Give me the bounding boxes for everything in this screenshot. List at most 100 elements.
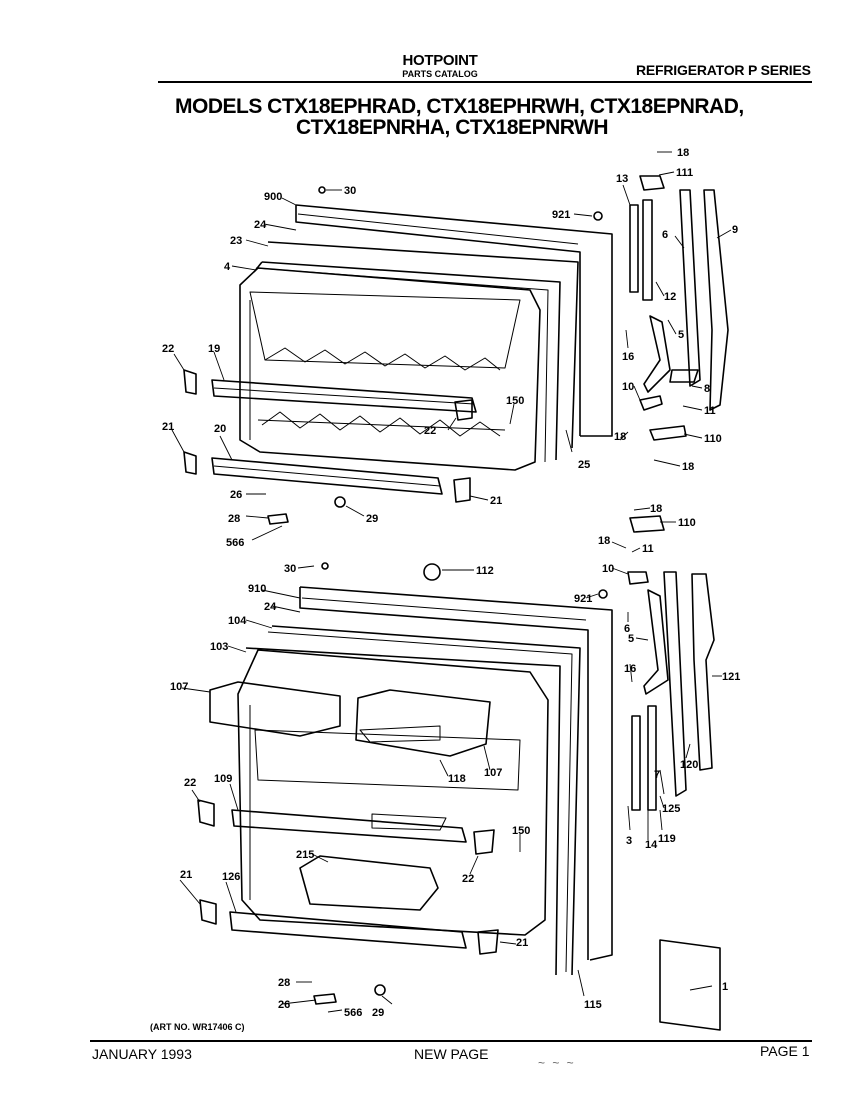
- callout-6a: 6: [662, 229, 668, 241]
- fresh-food-outer-panel: [299, 586, 613, 961]
- callout-125: 125: [662, 803, 680, 815]
- callout-24a: 24: [254, 219, 267, 231]
- callout-16b: 16: [624, 663, 636, 675]
- callout-3: 3: [626, 835, 632, 847]
- callout-110a: 110: [704, 433, 722, 445]
- callout-21a: 21: [162, 421, 174, 433]
- handwritten-mark: ~ ~ ~: [538, 1056, 576, 1070]
- callout-126: 126: [222, 871, 240, 883]
- art-number: (ART NO. WR17406 C): [150, 1022, 245, 1032]
- callout-29a: 29: [366, 513, 378, 525]
- callout-104: 104: [228, 615, 247, 627]
- catalog-label: PARTS CATALOG: [402, 69, 478, 79]
- callout-566b: 566: [344, 1007, 362, 1019]
- fresh-food-gaskets: [245, 625, 581, 976]
- callout-30b: 30: [284, 563, 296, 575]
- footer-date: JANUARY 1993: [92, 1046, 192, 1062]
- callout-921b: 921: [574, 593, 592, 605]
- callout-150b: 150: [512, 825, 530, 837]
- callout-28a: 28: [228, 513, 240, 525]
- callout-10a: 10: [622, 381, 634, 393]
- callout-21b: 21: [490, 495, 502, 507]
- freezer-outer-panel: [295, 204, 613, 437]
- callout-11a: 11: [704, 405, 716, 417]
- callout-118: 118: [448, 773, 466, 785]
- callout-29b: 29: [372, 1007, 384, 1019]
- callout-22b: 22: [424, 425, 436, 437]
- screws-and-clips: [267, 186, 386, 1005]
- callout-4: 4: [224, 261, 231, 273]
- callout-25: 25: [578, 459, 590, 471]
- fresh-food-inner-liner: [237, 649, 549, 936]
- brand-name: HOTPOINT: [402, 52, 478, 69]
- callout-900: 900: [264, 191, 282, 203]
- callout-30a: 30: [344, 185, 356, 197]
- callout-18c: 18: [682, 461, 694, 473]
- freezer-gaskets: [253, 241, 579, 463]
- callout-22c: 22: [184, 777, 196, 789]
- callout-21d: 21: [516, 937, 528, 949]
- freezer-hinge-parts: [593, 175, 729, 441]
- callout-10b: 10: [602, 563, 614, 575]
- callout-7: 7: [654, 769, 660, 781]
- callout-18a: 18: [677, 147, 689, 159]
- callout-566a: 566: [226, 537, 244, 549]
- callout-14: 14: [645, 839, 658, 851]
- callout-28b: 28: [278, 977, 290, 989]
- fresh-food-shelves: [229, 809, 467, 949]
- callout-16a: 16: [622, 351, 634, 363]
- callout-107b: 107: [484, 767, 502, 779]
- callout-9: 9: [732, 224, 738, 236]
- page-number: PAGE 1: [760, 1043, 810, 1059]
- freezer-inner-liner: [239, 267, 541, 471]
- callout-18b: 18: [614, 431, 626, 443]
- callout-121: 121: [722, 671, 740, 683]
- callout-19: 19: [208, 343, 220, 355]
- callout-20: 20: [214, 423, 226, 435]
- models-title-line-2: CTX18EPNRHA, CTX18EPNRWH: [296, 116, 609, 139]
- callout-26a: 26: [230, 489, 242, 501]
- freezer-shelf-19: [211, 379, 477, 413]
- callout-111a: 111: [676, 167, 693, 179]
- callout-103: 103: [210, 641, 228, 653]
- freezer-shelf-20: [211, 457, 443, 495]
- callout-150a: 150: [506, 395, 524, 407]
- callout-22a: 22: [162, 343, 174, 355]
- callout-215: 215: [296, 849, 314, 861]
- footer-rule: [90, 1040, 812, 1042]
- callout-21c: 21: [180, 869, 192, 881]
- callout-18e: 18: [598, 535, 610, 547]
- callout-109: 109: [214, 773, 232, 785]
- callout-921a: 921: [552, 209, 570, 221]
- footer-notice: NEW PAGE: [414, 1046, 489, 1062]
- callout-120: 120: [680, 759, 698, 771]
- callout-26b: 26: [278, 999, 290, 1011]
- callout-18d: 18: [650, 503, 662, 515]
- callout-910: 910: [248, 583, 266, 595]
- callout-13: 13: [616, 173, 628, 185]
- callout-24b: 24: [264, 601, 277, 613]
- callout-110b: 110: [678, 517, 696, 529]
- fresh-food-hinge-parts: [423, 515, 715, 811]
- callout-5a: 5: [678, 329, 684, 341]
- callout-115: 115: [584, 999, 602, 1011]
- callout-107a: 107: [170, 681, 188, 693]
- manual-sheet: [659, 939, 721, 1031]
- callout-23: 23: [230, 235, 242, 247]
- callout-5b: 5: [628, 633, 634, 645]
- callout-8a: 8: [704, 383, 710, 395]
- callout-11b: 11: [642, 543, 654, 555]
- callout-6b: 6: [624, 623, 630, 635]
- callout-112: 112: [476, 565, 494, 577]
- callout-119: 119: [658, 833, 676, 845]
- callout-12: 12: [664, 291, 676, 303]
- fresh-food-shelf-supports: [197, 799, 499, 955]
- freezer-shelf-supports: [183, 369, 473, 503]
- header-rule: [158, 81, 812, 83]
- callout-22d: 22: [462, 873, 474, 885]
- callout-1: 1: [722, 981, 728, 993]
- fresh-food-bins: [209, 681, 491, 757]
- models-title-line-1: MODELS CTX18EPHRAD, CTX18EPHRWH, CTX18EP…: [175, 95, 744, 118]
- series-label: REFRIGERATOR P SERIES: [636, 62, 811, 78]
